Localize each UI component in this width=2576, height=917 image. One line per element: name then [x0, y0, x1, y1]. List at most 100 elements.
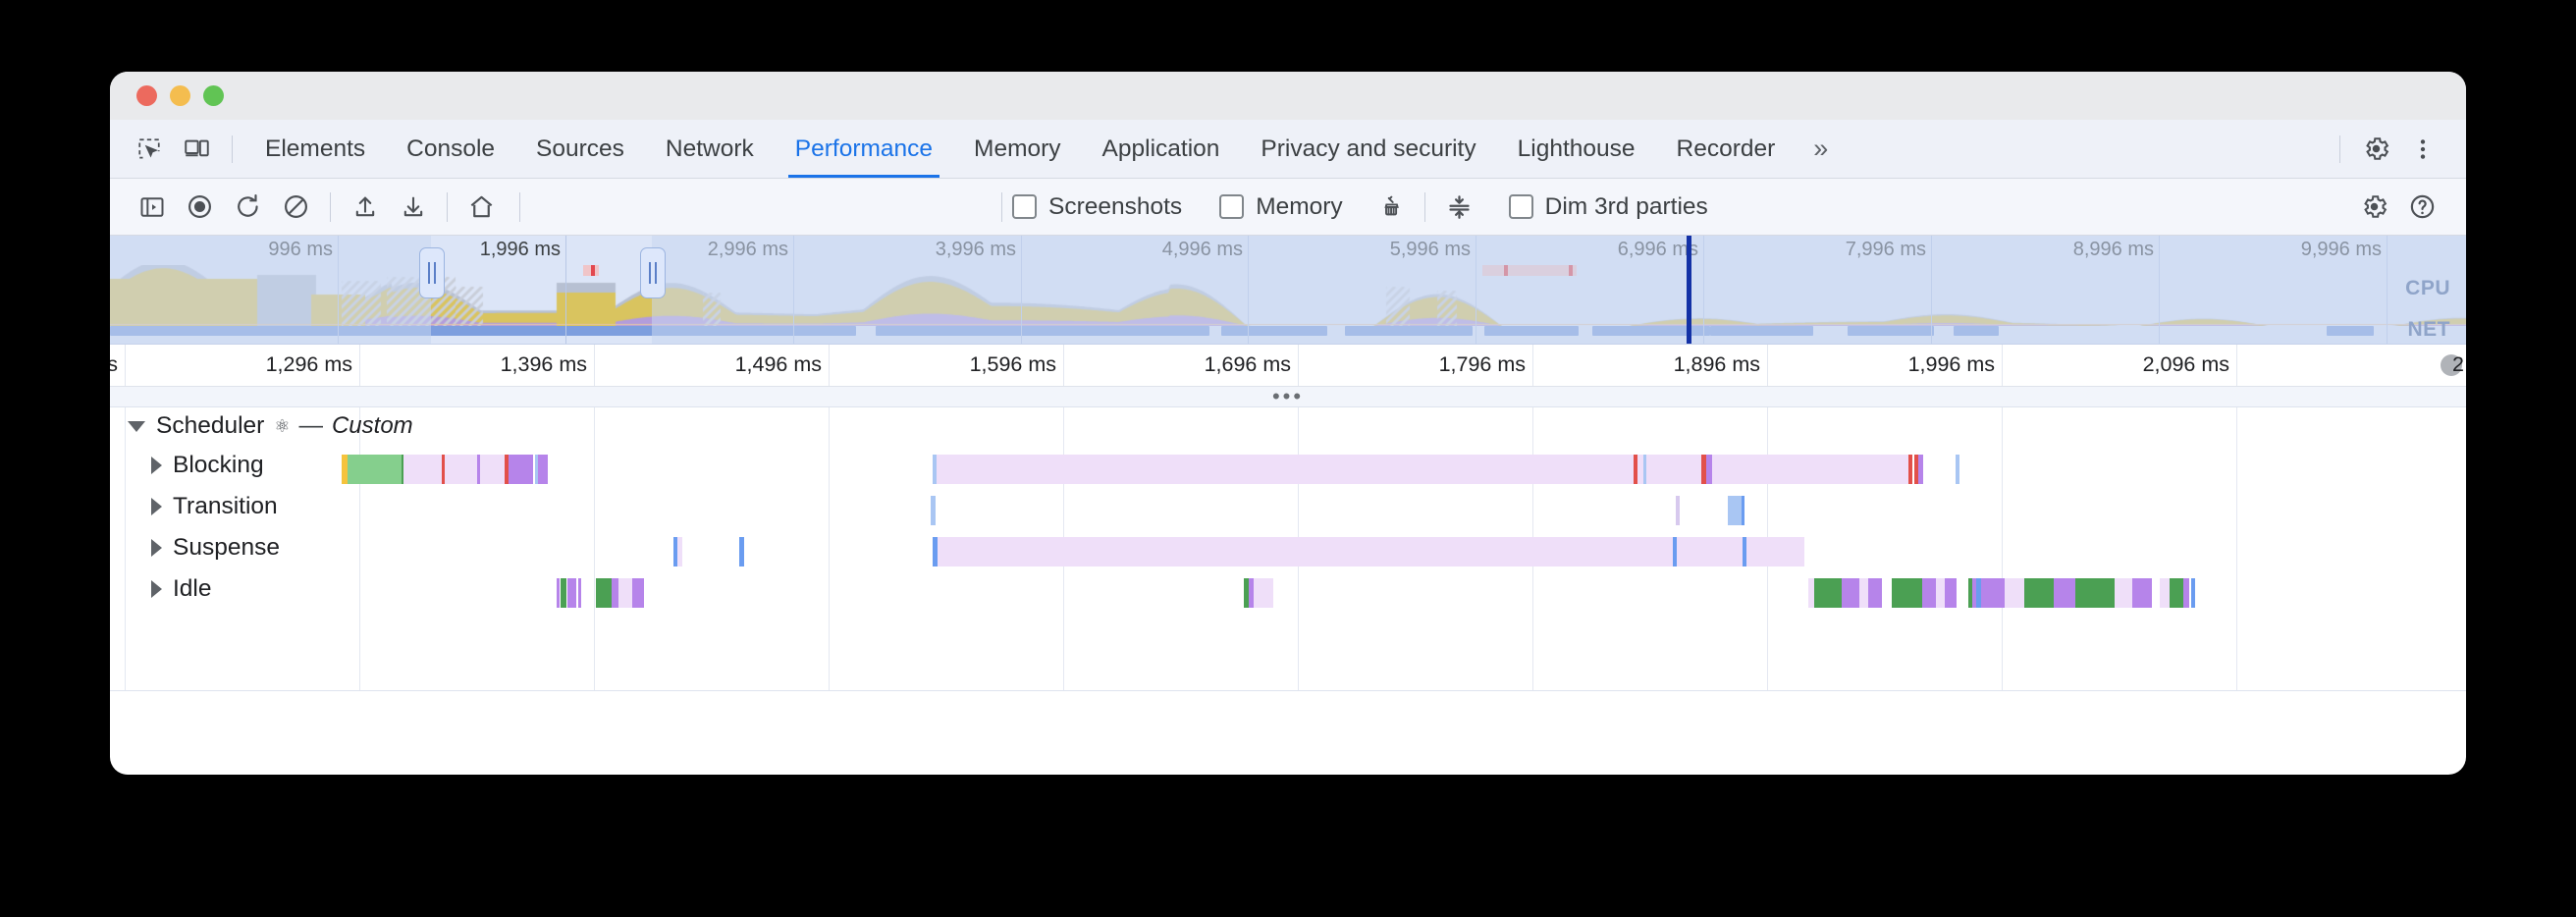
flame-event[interactable] [445, 455, 477, 484]
track-row-blocking[interactable]: Blocking [110, 445, 355, 486]
flame-event[interactable] [1918, 455, 1923, 484]
reload-and-record-button[interactable] [224, 186, 272, 229]
track-row-transition[interactable]: Transition [110, 486, 355, 527]
tab-elements[interactable]: Elements [265, 135, 366, 162]
timeline-ruler[interactable]: 1,196 ms1,296 ms1,396 ms1,496 ms1,596 ms… [110, 345, 2466, 387]
flame-event[interactable] [578, 578, 581, 608]
close-window-button[interactable] [136, 85, 157, 106]
flame-event[interactable] [2115, 578, 2132, 608]
flame-chart[interactable]: Scheduler ⚛ — Custom Blocking Transition… [110, 407, 2466, 731]
flame-event[interactable] [402, 455, 404, 484]
flame-event[interactable] [1728, 496, 1742, 525]
flame-event[interactable] [1814, 578, 1842, 608]
flame-event[interactable] [1922, 578, 1936, 608]
flame-event[interactable] [933, 537, 938, 566]
dim-3rd-parties-checkbox[interactable]: Dim 3rd parties [1508, 193, 1742, 221]
flame-event[interactable] [477, 455, 480, 484]
flame-event[interactable] [1914, 455, 1918, 484]
flame-event[interactable] [1892, 578, 1922, 608]
flame-event[interactable] [1637, 455, 1643, 484]
overview-window-left-handle[interactable] [419, 247, 445, 298]
tab-privacy-and-security[interactable]: Privacy and security [1261, 135, 1476, 162]
flame-event[interactable] [567, 578, 576, 608]
track-group-scheduler[interactable]: Scheduler ⚛ — Custom [110, 407, 413, 445]
flame-event[interactable] [505, 455, 509, 484]
flame-event[interactable] [937, 455, 1634, 484]
flame-event[interactable] [677, 537, 682, 566]
flame-event[interactable] [931, 496, 936, 525]
screenshots-checkbox-box[interactable] [1012, 194, 1037, 219]
tab-memory[interactable]: Memory [974, 135, 1061, 162]
flame-event[interactable] [618, 578, 632, 608]
flame-event[interactable] [403, 455, 442, 484]
flame-event[interactable] [2191, 578, 2195, 608]
flame-event[interactable] [1676, 496, 1680, 525]
flame-event[interactable] [673, 537, 677, 566]
screenshots-checkbox[interactable]: Screenshots [1012, 193, 1215, 221]
flame-event[interactable] [1868, 578, 1882, 608]
flame-event[interactable] [1701, 455, 1706, 484]
settings-gear-icon[interactable] [2352, 129, 2399, 170]
tab-lighthouse[interactable]: Lighthouse [1517, 135, 1636, 162]
flame-event[interactable] [2160, 578, 2170, 608]
flame-event[interactable] [1254, 578, 1273, 608]
flame-event[interactable] [2075, 578, 2115, 608]
flame-event[interactable] [538, 455, 548, 484]
chevron-right-icon[interactable] [151, 539, 162, 557]
flame-event[interactable] [1712, 455, 1908, 484]
flame-event[interactable] [1808, 578, 1814, 608]
minimize-window-button[interactable] [170, 85, 190, 106]
flame-event[interactable] [1634, 455, 1637, 484]
capture-settings-icon[interactable] [2350, 186, 2398, 229]
flame-event[interactable] [535, 455, 538, 484]
chevron-right-icon[interactable] [151, 498, 162, 515]
flame-event[interactable] [1976, 578, 1981, 608]
collect-garbage-button[interactable] [1367, 186, 1415, 229]
flame-event[interactable] [1742, 496, 1744, 525]
timeline-scroll-indicator[interactable] [2441, 354, 2462, 376]
more-options-icon[interactable] [2399, 129, 2446, 170]
flame-event[interactable] [1706, 455, 1712, 484]
flame-event[interactable] [1981, 578, 2005, 608]
flame-event[interactable] [1859, 578, 1868, 608]
timeline-overview[interactable]: 996 ms1,996 ms2,996 ms3,996 ms4,996 ms5,… [110, 236, 2466, 345]
dim-3rd-parties-checkbox-box[interactable] [1508, 194, 1533, 219]
zoom-window-button[interactable] [203, 85, 224, 106]
flame-event[interactable] [1956, 455, 1959, 484]
flame-event[interactable] [342, 455, 348, 484]
chevron-down-icon[interactable] [128, 420, 145, 432]
track-row-suspense[interactable]: Suspense [110, 527, 355, 568]
tab-network[interactable]: Network [665, 135, 754, 162]
flame-event[interactable] [1945, 578, 1957, 608]
tab-performance[interactable]: Performance [775, 120, 953, 178]
flame-event[interactable] [2054, 578, 2075, 608]
flame-event[interactable] [2170, 578, 2183, 608]
collapse-tracks-button[interactable] [1435, 186, 1483, 229]
flame-event[interactable] [442, 455, 445, 484]
memory-checkbox-box[interactable] [1219, 194, 1245, 219]
flame-event[interactable] [933, 455, 937, 484]
help-icon[interactable] [2398, 186, 2446, 229]
flame-event[interactable] [509, 455, 513, 484]
flame-event[interactable] [1968, 578, 1972, 608]
flame-event[interactable] [2024, 578, 2054, 608]
track-row-idle[interactable]: Idle [110, 568, 355, 610]
toggle-sidebar-button[interactable] [128, 186, 176, 229]
inspect-element-icon[interactable] [126, 129, 173, 170]
flame-event[interactable] [348, 455, 402, 484]
tab-application[interactable]: Application [1101, 135, 1220, 162]
tab-console[interactable]: Console [406, 135, 496, 162]
flame-events-layer[interactable] [110, 407, 2466, 731]
home-button[interactable] [457, 186, 506, 229]
tab-recorder[interactable]: Recorder [1676, 135, 1776, 162]
device-toolbar-icon[interactable] [173, 129, 220, 170]
flame-event[interactable] [1244, 578, 1249, 608]
timeline-resize-handle[interactable]: ••• [110, 386, 2466, 407]
chevron-right-icon[interactable] [151, 457, 162, 474]
flame-event[interactable] [1743, 537, 1746, 566]
flame-event[interactable] [632, 578, 644, 608]
flame-event[interactable] [2183, 578, 2189, 608]
flame-event[interactable] [480, 455, 505, 484]
flame-event[interactable] [1972, 578, 1976, 608]
save-profile-button[interactable] [389, 186, 437, 229]
